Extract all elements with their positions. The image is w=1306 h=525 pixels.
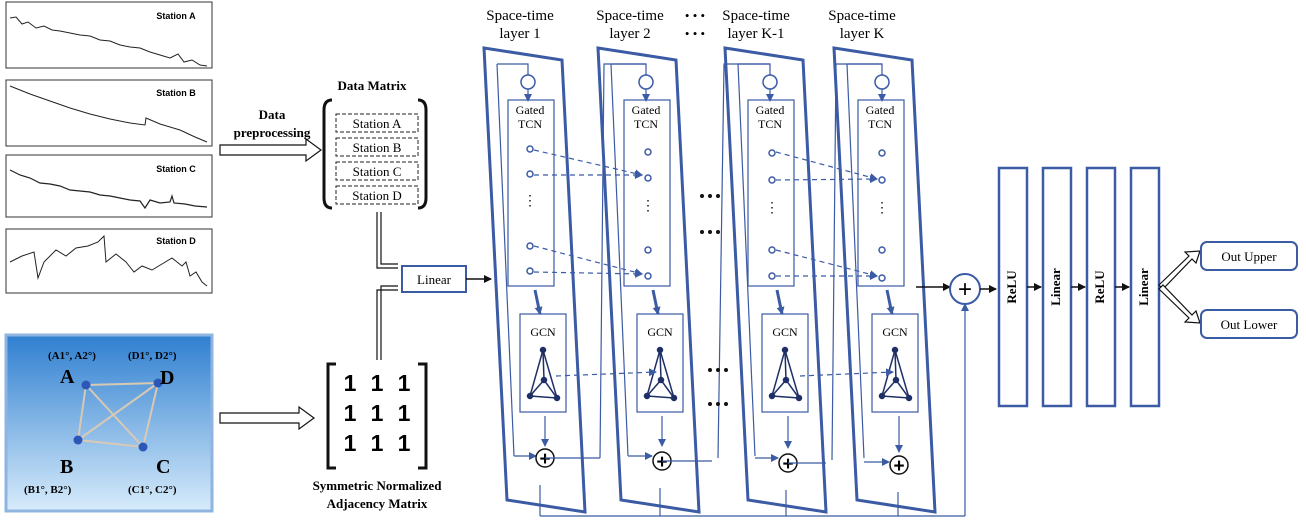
- graph-to-matrix-arrow: [219, 405, 316, 431]
- adj-cell: 1: [398, 370, 411, 396]
- matrix-connectors: [376, 212, 398, 360]
- station-panel-c: Station C: [5, 154, 213, 218]
- out-lower-box: [1200, 309, 1298, 339]
- station-panel-b: Station B: [5, 79, 213, 147]
- gated-label: Gated: [756, 103, 785, 117]
- gated-label: Gated: [866, 103, 895, 117]
- station-graph-panel: (A1°, A2°) (D1°, D2°) (B1°, B2°) (C1°, C…: [4, 333, 214, 513]
- header-ellipsis: • • •: [685, 8, 705, 23]
- adjacency-caption-line2: Adjacency Matrix: [327, 496, 428, 511]
- preprocess-label-line2: preprocessing: [234, 125, 311, 140]
- station-panel-a: Station A: [5, 1, 213, 69]
- adj-cell: 1: [344, 430, 357, 456]
- node-label-d: D: [160, 367, 174, 389]
- tcn-label: TCN: [518, 117, 542, 131]
- station-d-label: Station D: [156, 236, 196, 246]
- layer-subtitle-1: layer 1: [499, 26, 540, 42]
- layer-title-k: Space-time: [828, 8, 896, 24]
- adj-cell: 1: [371, 370, 384, 396]
- coord-label-c: (C1°, C2°): [128, 484, 177, 496]
- layer-subtitle-k-1: layer K-1: [727, 26, 784, 42]
- layer-title-1: Space-time: [486, 8, 554, 24]
- head-block-label: ReLU: [1004, 270, 1019, 304]
- station-panel-d: Station D: [5, 228, 213, 294]
- sum-node-label: +: [782, 454, 793, 475]
- node-label-b: B: [60, 456, 73, 478]
- layer-subtitle-k: layer K: [840, 26, 885, 42]
- sum-node-label: +: [893, 456, 904, 477]
- svg-text:⋮: ⋮: [875, 201, 889, 216]
- adj-cell: 1: [344, 370, 357, 396]
- out-upper-label: Out Upper: [1221, 249, 1277, 264]
- out-lower-label: Out Lower: [1221, 317, 1278, 332]
- node-label-c: C: [156, 456, 170, 478]
- preprocess-label-line1: Data: [259, 107, 286, 122]
- svg-text:⋮: ⋮: [765, 201, 779, 216]
- output-sum-label: +: [958, 276, 972, 303]
- svg-text:⋮: ⋮: [641, 199, 655, 214]
- svg-text:⋮: ⋮: [523, 194, 537, 209]
- coord-label-d: (D1°, D2°): [128, 350, 177, 362]
- layer-subtitle-2: layer 2: [609, 26, 650, 42]
- adj-cell: 1: [371, 400, 384, 426]
- head-block-label: Linear: [1136, 268, 1151, 306]
- head-block-label: Linear: [1048, 268, 1063, 306]
- data-matrix-row: Station A: [353, 116, 402, 131]
- data-matrix-row: Station B: [353, 140, 402, 155]
- adj-cell: 1: [371, 430, 384, 456]
- dashed-connections: [533, 149, 894, 377]
- tcn-label: TCN: [868, 117, 892, 131]
- node-label-a: A: [60, 366, 75, 388]
- station-b-label: Station B: [156, 88, 196, 98]
- layer-title-k-1: Space-time: [722, 8, 790, 24]
- station-a-label: Station A: [156, 11, 196, 21]
- gcn-label: GCN: [647, 325, 673, 339]
- adj-cell: 1: [398, 430, 411, 456]
- coord-label-b: (B1°, B2°): [24, 484, 72, 496]
- gated-label: Gated: [516, 103, 545, 117]
- adjacency-matrix: 1 1 1 1 1 1 1 1 1: [326, 362, 428, 470]
- head-blocks: ReLU Linear ReLU Linear: [997, 166, 1161, 408]
- gcn-label: GCN: [882, 325, 908, 339]
- linear-input-label: Linear: [417, 272, 452, 287]
- head-block-label: ReLU: [1092, 270, 1107, 304]
- sum-node-label: +: [656, 452, 667, 473]
- data-matrix-row: Station C: [353, 164, 402, 179]
- tcn-label: TCN: [634, 117, 658, 131]
- layer-title-2: Space-time: [596, 8, 664, 24]
- data-matrix-title: Data Matrix: [338, 78, 407, 93]
- ellipsis-markers: [700, 194, 728, 406]
- header-ellipsis: • • •: [685, 26, 705, 41]
- space-time-layer-2: Gated TCN ⋮ GCN +: [596, 46, 701, 514]
- space-time-layer-k-1: Gated TCN ⋮ GCN +: [723, 46, 828, 514]
- gcn-label: GCN: [530, 325, 556, 339]
- gcn-label: GCN: [772, 325, 798, 339]
- adjacency-caption-line1: Symmetric Normalized: [313, 478, 443, 493]
- output-branch-arrows: [1158, 250, 1201, 324]
- space-time-layer-k: Gated TCN ⋮ GCN +: [832, 46, 937, 514]
- station-c-label: Station C: [156, 164, 196, 174]
- sum-node-label: +: [539, 449, 550, 470]
- layer-connections: [539, 63, 969, 517]
- adj-cell: 1: [344, 400, 357, 426]
- adj-cell: 1: [398, 400, 411, 426]
- space-time-layer-1: Gated TCN ⋮ GCN +: [482, 46, 587, 514]
- data-matrix-row: Station D: [352, 188, 401, 203]
- out-upper-box: [1200, 241, 1298, 271]
- coord-label-a: (A1°, A2°): [48, 350, 96, 362]
- data-matrix: Station A Station B Station C Station D: [322, 98, 428, 210]
- tcn-label: TCN: [758, 117, 782, 131]
- preprocess-arrow: [219, 137, 323, 163]
- gated-label: Gated: [632, 103, 661, 117]
